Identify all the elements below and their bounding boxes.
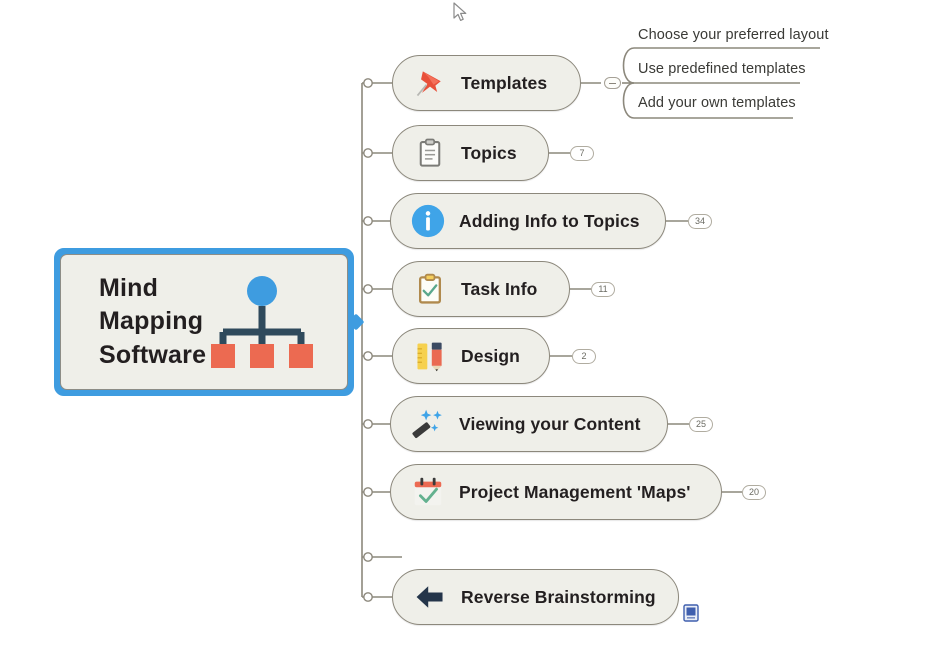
badge-count: 11 — [598, 284, 608, 294]
branch-label: Task Info — [461, 278, 538, 299]
badge-count: 20 — [748, 487, 759, 497]
branch-badge-task-info[interactable]: 11 — [591, 282, 615, 297]
subtopic-own-templates[interactable]: Add your own templates — [638, 95, 796, 114]
subtopic-label: Choose your preferred layout — [638, 27, 829, 43]
branch-label: Templates — [461, 72, 548, 93]
root-title: Mind Mapping Software — [99, 274, 207, 369]
ruler-pencil-icon — [411, 337, 449, 375]
branch-label: Adding Info to Topics — [459, 210, 640, 231]
root-drag-handle[interactable] — [347, 313, 365, 331]
branch-label: Project Management 'Maps' — [459, 481, 691, 502]
badge-count: 2 — [581, 351, 587, 361]
subtopic-choose-layout[interactable]: Choose your preferred layout — [638, 27, 829, 46]
branch-node-viewing-content[interactable]: Viewing your Content — [390, 396, 668, 452]
branch-badge-adding-info[interactable]: 34 — [688, 214, 712, 229]
branch-node-task-info[interactable]: Task Info — [392, 261, 570, 317]
collapse-toggle-templates[interactable] — [604, 77, 621, 89]
subtopic-predefined-templates[interactable]: Use predefined templates — [638, 61, 806, 80]
branch-node-topics[interactable]: Topics — [392, 125, 549, 181]
branch-node-design[interactable]: Design — [392, 328, 550, 384]
branch-badge-topics[interactable]: 7 — [570, 146, 594, 161]
clipboard-check-icon — [411, 270, 449, 308]
branch-badge-design[interactable]: 2 — [572, 349, 596, 364]
subtopic-label: Use predefined templates — [638, 61, 806, 77]
document-attachment-icon[interactable] — [683, 604, 699, 622]
magic-wand-icon — [409, 405, 447, 443]
branch-node-reverse-brainstorming[interactable]: Reverse Brainstorming — [392, 569, 679, 625]
branch-badge-project-management[interactable]: 20 — [742, 485, 766, 500]
badge-count: 7 — [579, 148, 585, 158]
root-node-body[interactable]: Mind Mapping Software — [60, 254, 348, 390]
branch-label: Design — [461, 345, 520, 366]
branch-label: Topics — [461, 142, 517, 163]
branch-badge-viewing-content[interactable]: 25 — [689, 417, 713, 432]
root-node[interactable]: Mind Mapping Software — [54, 248, 365, 396]
mind-map-hierarchy-glyph — [211, 276, 313, 368]
clipboard-icon — [411, 134, 449, 172]
calendar-check-icon — [409, 473, 447, 511]
info-circle-icon — [409, 202, 447, 240]
badge-count: 25 — [695, 419, 706, 429]
pushpin-icon — [411, 64, 449, 102]
subtopic-label: Add your own templates — [638, 95, 796, 111]
branch-label: Viewing your Content — [459, 413, 641, 434]
branch-node-adding-info[interactable]: Adding Info to Topics — [390, 193, 666, 249]
branch-node-project-management[interactable]: Project Management 'Maps' — [390, 464, 722, 520]
branch-node-templates[interactable]: Templates — [392, 55, 581, 111]
minus-icon — [609, 82, 616, 84]
branch-label: Reverse Brainstorming — [461, 586, 656, 607]
mouse-cursor — [453, 2, 467, 21]
badge-count: 34 — [694, 216, 705, 226]
left-arrow-icon — [411, 578, 449, 616]
